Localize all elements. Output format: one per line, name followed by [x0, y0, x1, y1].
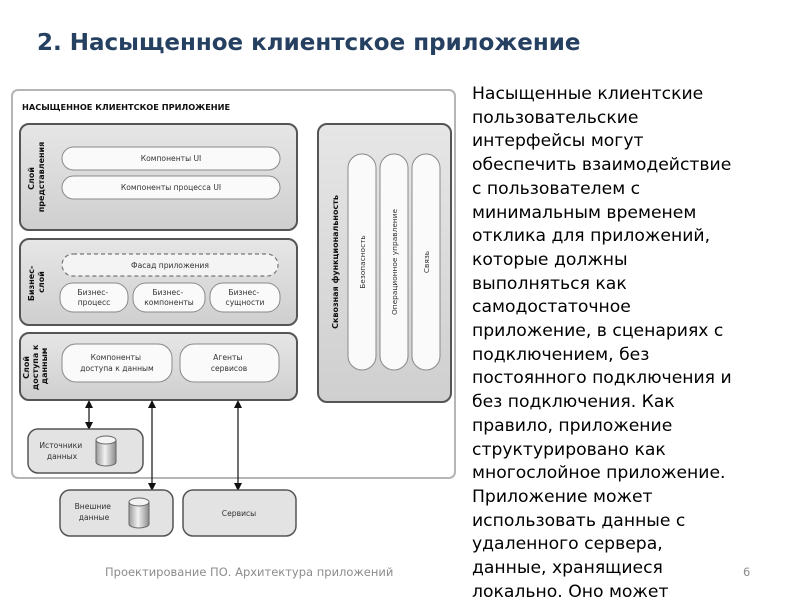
- operational-management-label: Операционное управление: [390, 209, 399, 316]
- database-icon: [95, 435, 117, 467]
- service-agents-label-1: Агенты: [213, 353, 242, 362]
- presentation-layer-label-2: представления: [37, 142, 46, 213]
- external-data-label-2: данные: [79, 513, 110, 522]
- body-line: постоянного подключения и: [472, 368, 732, 389]
- business-layer-label-2: слой: [37, 271, 46, 293]
- service-agents-label-2: сервисов: [211, 364, 248, 373]
- data-access-components-label-2: доступа к данным: [80, 364, 154, 373]
- data-layer-label-2: доступа к: [31, 344, 40, 390]
- business-process-label-1: Бизнес-: [77, 288, 108, 297]
- services-label: Сервисы: [222, 509, 256, 518]
- business-components-label-2: компоненты: [144, 298, 194, 307]
- ui-process-components-label: Компоненты процесса UI: [121, 183, 221, 192]
- business-components-box: [132, 282, 206, 313]
- ui-components-label: Компоненты UI: [141, 154, 202, 163]
- ui-components-box: [61, 146, 281, 171]
- body-line: отклика для приложений,: [472, 226, 711, 247]
- communication-pill: [411, 153, 441, 371]
- business-process-label-2: процесс: [78, 298, 111, 307]
- body-line: Насыщенные клиентские: [472, 84, 704, 104]
- footer-text: Проектирование ПО. Архитектура приложени…: [105, 565, 394, 579]
- page-number: 6: [743, 565, 751, 579]
- svg-text:Источники данных: Источники данных: [39, 441, 84, 461]
- svg-text:Слой представления: Слой представления: [27, 142, 46, 213]
- security-label: Безопасность: [358, 235, 367, 289]
- body-line: самодостаточное: [472, 297, 631, 318]
- svg-text:Бизнес- компоненты: Бизнес- компоненты: [144, 288, 194, 307]
- svg-text:Компоненты доступа к данны: Компоненты доступа к данным: [80, 353, 154, 373]
- security-pill: [347, 153, 377, 371]
- data-access-components-label-1: Компоненты: [91, 353, 141, 362]
- svg-text:Слой доступа к данным: Слой доступа к данным: [22, 342, 49, 391]
- data-layer-label-1: Слой: [22, 356, 31, 379]
- presentation-layer-label-1: Слой: [27, 167, 36, 190]
- svg-text:Агенты сервисов: Агенты сервисов: [211, 353, 248, 373]
- body-text: Насыщенные клиентские пользовательские инт…: [472, 83, 790, 600]
- services-box: [182, 489, 297, 537]
- business-entities-label-2: сущности: [226, 298, 265, 307]
- svg-text:Внешние данные: Внешние данные: [75, 502, 114, 522]
- svg-text:Бизнес- слой: Бизнес- слой: [27, 263, 46, 301]
- body-line: с пользователем с: [472, 178, 641, 199]
- database-icon: [128, 497, 150, 529]
- body-line: пользовательские: [472, 107, 639, 128]
- data-access-components-box: [61, 343, 173, 383]
- body-line: без подключения. Как: [472, 392, 675, 413]
- body-line: многослойное приложение.: [472, 463, 726, 484]
- body-line: правило, приложение: [472, 415, 673, 436]
- data-sources-label-2: данных: [47, 452, 78, 461]
- service-agents-box: [179, 343, 280, 383]
- slide-title: 2. Насыщенное клиентское приложение: [37, 30, 581, 56]
- ui-process-components-box: [61, 175, 281, 200]
- business-layer-label-1: Бизнес-: [27, 266, 36, 301]
- business-components-label-1: Бизнес-: [152, 288, 183, 297]
- body-line: приложение, в сценариях с: [472, 321, 724, 342]
- body-line: минимальным временем: [472, 202, 697, 223]
- body-line: Приложение может: [472, 486, 653, 507]
- business-entities-box: [209, 282, 281, 313]
- body-line: структурировано как: [472, 439, 666, 460]
- external-data-box: [59, 489, 174, 537]
- svg-text:Бизнес- процесс: Бизнес- процесс: [77, 288, 110, 307]
- body-line: обеспечить взаимодействие: [472, 155, 732, 176]
- data-sources-label-1: Источники: [39, 441, 82, 450]
- crosscutting-label: Сквозная функциональность: [331, 195, 340, 329]
- body-line: данные, хранящиеся: [472, 558, 663, 579]
- business-entities-label-1: Бизнес-: [228, 288, 259, 297]
- operational-management-pill: [379, 153, 409, 371]
- business-process-box: [59, 282, 129, 313]
- communication-label: Связь: [422, 251, 431, 273]
- svg-text:Бизнес- сущности: Бизнес- сущности: [226, 288, 265, 307]
- frame-title: НАСЫЩЕННОЕ КЛИЕНТСКОЕ ПРИЛОЖЕНИЕ: [22, 102, 230, 112]
- external-data-label-1: Внешние: [75, 502, 112, 511]
- body-line: локально. Оно может: [472, 581, 669, 600]
- application-facade-box: [61, 253, 279, 277]
- data-layer-label-3: данным: [40, 348, 49, 385]
- body-line: подключением, без: [472, 344, 650, 365]
- body-line: интерфейсы могут: [472, 131, 644, 152]
- data-sources-box: [27, 428, 144, 474]
- body-line: использовать данные с: [472, 510, 686, 531]
- body-line: выполняться как: [472, 273, 627, 294]
- body-line: которые должны: [472, 249, 628, 270]
- application-facade-label: Фасад приложения: [131, 261, 209, 270]
- body-line: удаленного сервера,: [472, 534, 663, 555]
- architecture-diagram: НАСЫЩЕННОЕ КЛИЕНТСКОЕ ПРИЛОЖЕНИЕ Слой пр…: [11, 89, 456, 537]
